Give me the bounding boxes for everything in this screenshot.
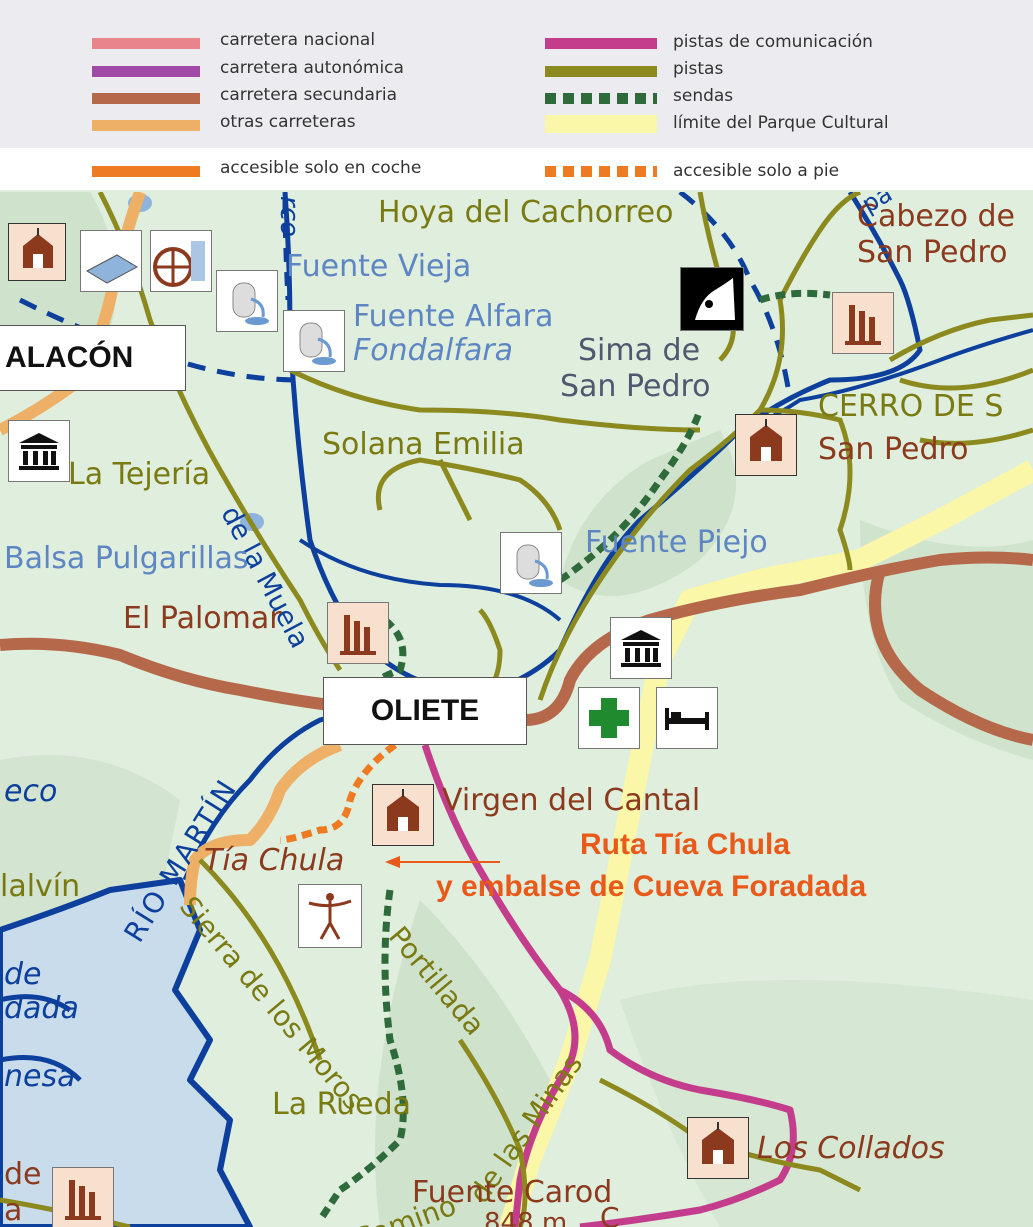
legend-swatch-pistas-comunicacion [545, 38, 657, 49]
place-label: La Tejería [68, 457, 211, 492]
route-title: y embalse de Cueva Foradada [436, 870, 867, 903]
cave-icon[interactable] [680, 267, 744, 331]
map-legend: carretera nacional carretera autonómica … [0, 0, 1033, 190]
town-oliete[interactable]: OLIETE [323, 677, 527, 745]
place-label-edge: nesa [4, 1059, 76, 1094]
water-label: Balsa Pulgarillas [4, 541, 249, 576]
place-label: San Pedro [857, 235, 1008, 270]
place-label-edge: de [4, 1157, 42, 1192]
watermill-icon[interactable] [150, 230, 212, 292]
church-icon[interactable] [687, 1117, 749, 1179]
pool-icon[interactable] [80, 230, 142, 292]
rock-art-icon[interactable] [52, 1167, 114, 1227]
rock-art-icon[interactable] [327, 602, 389, 664]
place-label: CERRO DE S [818, 389, 1004, 424]
place-label: Tía Chula [204, 843, 345, 878]
legend-label-limite-parque: límite del Parque Cultural [673, 113, 889, 133]
church-icon[interactable] [372, 784, 434, 846]
water-label: Fondalfara [353, 333, 514, 368]
place-label-edge: rco [274, 196, 304, 237]
legend-swatch-pistas [545, 66, 657, 77]
water-label: Fuente Piejo [585, 525, 768, 560]
legend-swatch-sendas [545, 93, 657, 104]
legend-swatch-carretera-autonomica [92, 66, 200, 77]
place-label: Hoya del Cachorreo [378, 195, 674, 230]
place-label-edge: eco [4, 774, 58, 809]
legend-label-pistas-comunicacion: pistas de comunicación [673, 32, 873, 52]
legend-label-sendas: sendas [673, 86, 734, 106]
legend-swatch-accesible-pie [545, 166, 657, 177]
place-label-edge: lalvín [0, 869, 81, 904]
water-label: Fuente Alfara [353, 299, 554, 334]
place-label: La Rueda [272, 1087, 412, 1122]
place-label: San Pedro [818, 432, 969, 467]
town-alacon[interactable]: ALACÓN [0, 325, 186, 391]
legend-label-carretera-nacional: carretera nacional [220, 30, 376, 50]
church-icon[interactable] [8, 223, 66, 281]
legend-label-accesible-coche: accesible solo en coche [220, 158, 422, 178]
fountain-icon[interactable] [283, 310, 345, 372]
altitude-label: 848 m [484, 1208, 568, 1227]
place-label: Cabezo de [857, 199, 1015, 234]
place-label: El Palomar [123, 601, 282, 636]
legend-swatch-carretera-nacional [92, 38, 200, 49]
place-label: Virgen del Cantal [442, 783, 701, 818]
dancer-figure-icon[interactable] [298, 884, 362, 948]
legend-label-accesible-pie: accesible solo a pie [673, 161, 840, 181]
place-label: Sima de [578, 333, 701, 368]
place-label: C [600, 1201, 620, 1227]
route-title: Ruta Tía Chula [580, 828, 791, 861]
legend-label-carretera-secundaria: carretera secundaria [220, 85, 398, 105]
museum-icon[interactable] [8, 420, 70, 482]
place-label-edge: dada [4, 991, 79, 1026]
place-label-edge: a [4, 1193, 23, 1227]
legend-label-pistas: pistas [673, 59, 724, 79]
legend-swatch-otras-carreteras [92, 120, 200, 131]
rock-art-icon[interactable] [832, 292, 894, 354]
place-label-edge: de [4, 957, 42, 992]
museum-icon[interactable] [610, 617, 672, 679]
lodging-icon[interactable] [656, 687, 718, 749]
legend-label-carretera-autonomica: carretera autonómica [220, 58, 404, 78]
place-label: Solana Emilia [322, 427, 525, 462]
first-aid-icon[interactable] [578, 687, 640, 749]
place-label: San Pedro [560, 369, 711, 404]
church-icon[interactable] [735, 414, 797, 476]
legend-swatch-carretera-secundaria [92, 93, 200, 104]
map-area[interactable]: ALACÓN OLIETE Hoya del Cachorreo Cabezo … [0, 192, 1033, 1227]
place-label: Los Collados [757, 1131, 945, 1166]
legend-label-otras-carreteras: otras carreteras [220, 112, 356, 132]
legend-swatch-limite-parque [545, 115, 657, 133]
legend-swatch-accesible-coche [92, 166, 200, 177]
place-label: Fuente Carod [412, 1175, 613, 1210]
fountain-icon[interactable] [216, 270, 278, 332]
fountain-icon[interactable] [500, 532, 562, 594]
water-label: Fuente Vieja [286, 249, 472, 284]
